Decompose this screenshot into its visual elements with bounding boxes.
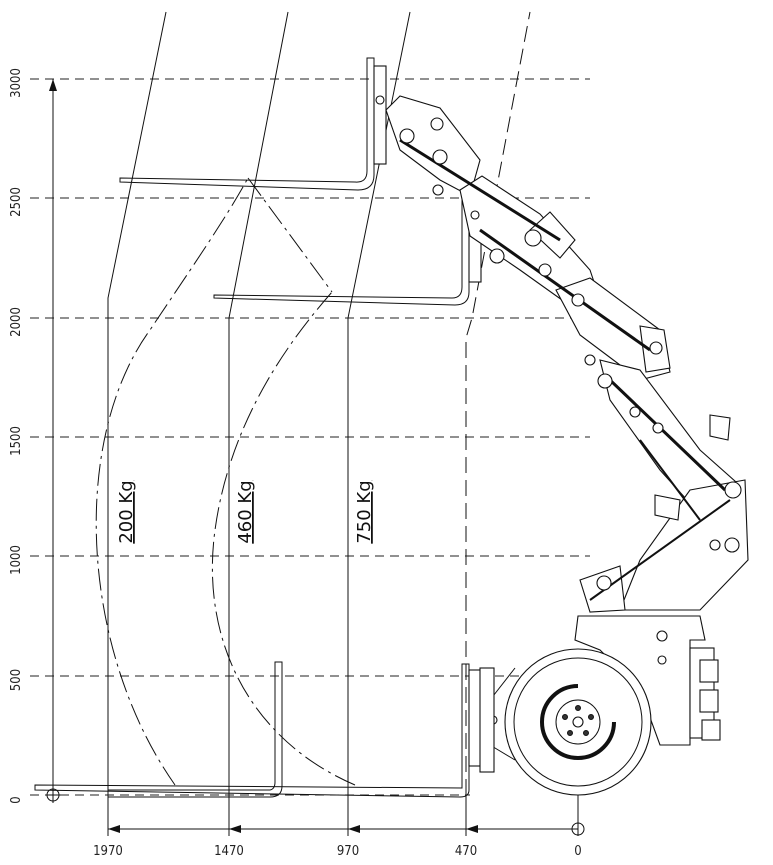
height-dimension (45, 79, 61, 803)
hydraulic-cylinder-2 (479, 228, 651, 352)
boom-small-bracket (654, 494, 681, 521)
boom-arm (375, 95, 749, 725)
machine-base (479, 615, 721, 796)
pivot-pin-15 (596, 575, 612, 591)
y-tick-3000: 3000 (9, 68, 24, 98)
x-tick-470: 470 (455, 844, 477, 859)
pivot-pin-10 (597, 373, 613, 389)
wheel-bolt-4 (567, 730, 573, 736)
fork-top-outline (119, 57, 375, 191)
x-origin-marker (571, 822, 585, 836)
base-mast-plate (479, 667, 495, 773)
wheel-bolt-1 (575, 705, 581, 711)
y-tick-1500: 1500 (9, 426, 24, 456)
fork-top (119, 57, 387, 191)
wheel-bolt-5 (562, 714, 568, 720)
boom-section-4 (619, 479, 749, 611)
pivot-pin-6 (489, 248, 505, 264)
y-tick-2000: 2000 (9, 307, 24, 337)
arc-460kg (211, 291, 356, 786)
chassis-pin-2 (657, 655, 667, 665)
y-axis-labels: 0 500 1000 1500 2000 2500 3000 (9, 68, 24, 804)
wheel-bolt-2 (588, 714, 594, 720)
fork-positions (34, 57, 484, 798)
carriage-pin-top (375, 95, 385, 105)
wheel-center (572, 716, 584, 728)
limit-line-460kg (228, 11, 289, 795)
load-label-200kg: 200 Kg (116, 480, 137, 543)
hydraulic-cylinder-3 (608, 378, 727, 492)
chassis-bracket-3 (701, 719, 721, 741)
chassis-bracket-2 (699, 689, 719, 713)
pivot-pin-12 (724, 481, 742, 499)
hydraulic-cylinder-4 (639, 439, 701, 521)
wheel-hub (555, 699, 601, 745)
fork-ground-outline (34, 663, 470, 798)
hydraulic-cylinder-5 (589, 499, 731, 601)
pivot-pin-8 (571, 293, 585, 307)
boom-envelope-line (465, 11, 531, 795)
x-tick-970: 970 (337, 844, 359, 859)
arrow-left-icon-4 (466, 825, 478, 833)
pivot-pin-7 (538, 263, 552, 277)
y-tick-500: 500 (9, 669, 24, 691)
pivot-pin-1 (399, 128, 415, 144)
chassis-pin (656, 630, 668, 642)
pivot-pins (399, 117, 742, 591)
fork-middle (213, 177, 482, 306)
arc-connector (247, 177, 333, 293)
fork-top-carriage (373, 65, 387, 165)
wheel-bolt-3 (583, 730, 589, 736)
reach-dimension (107, 795, 585, 836)
pivot-pin-11 (584, 354, 596, 366)
x-tick-0: 0 (574, 844, 581, 859)
x-axis-labels: 1970 1470 970 470 0 (93, 844, 582, 859)
pivot-pin-14 (709, 539, 721, 551)
wheel-rim-arc (540, 684, 616, 760)
x-tick-1470: 1470 (214, 844, 244, 859)
arrow-up-icon (49, 79, 57, 91)
pivot-pin-2 (430, 117, 444, 131)
pivot-pin-17 (652, 422, 664, 434)
y-tick-2500: 2500 (9, 187, 24, 217)
load-label-460kg: 460 Kg (235, 480, 256, 543)
fork-ground (34, 661, 484, 798)
arc-200kg (95, 177, 249, 786)
height-grid-lines (30, 78, 590, 796)
pivot-pin-3 (432, 149, 448, 165)
load-capacity-labels: 200 Kg 460 Kg 750 Kg (116, 480, 375, 543)
fork-ground-inner (107, 661, 283, 798)
y-tick-1000: 1000 (9, 545, 24, 575)
wheel-tread (513, 657, 643, 787)
pivot-pin-4 (432, 184, 444, 196)
pivot-pin-13 (724, 537, 740, 553)
hydraulic-cylinder-1 (399, 138, 561, 242)
pivot-pin-16 (629, 406, 641, 418)
reach-arcs (95, 177, 356, 786)
arrow-left-icon (108, 825, 120, 833)
y-tick-0: 0 (9, 796, 24, 803)
load-limit-lines (107, 11, 531, 795)
carriage-pin-middle (470, 210, 480, 220)
pivot-pin-5 (524, 229, 542, 247)
arrow-left-icon-3 (348, 825, 360, 833)
boom-head-upper (385, 95, 481, 197)
pivot-pin-9 (649, 341, 663, 355)
x-tick-1970: 1970 (93, 844, 123, 859)
chassis-bracket-1 (699, 659, 719, 683)
boom-clip (709, 414, 731, 441)
limit-line-200kg (107, 11, 167, 795)
load-label-750kg: 750 Kg (354, 480, 375, 543)
arrow-left-icon-2 (229, 825, 241, 833)
